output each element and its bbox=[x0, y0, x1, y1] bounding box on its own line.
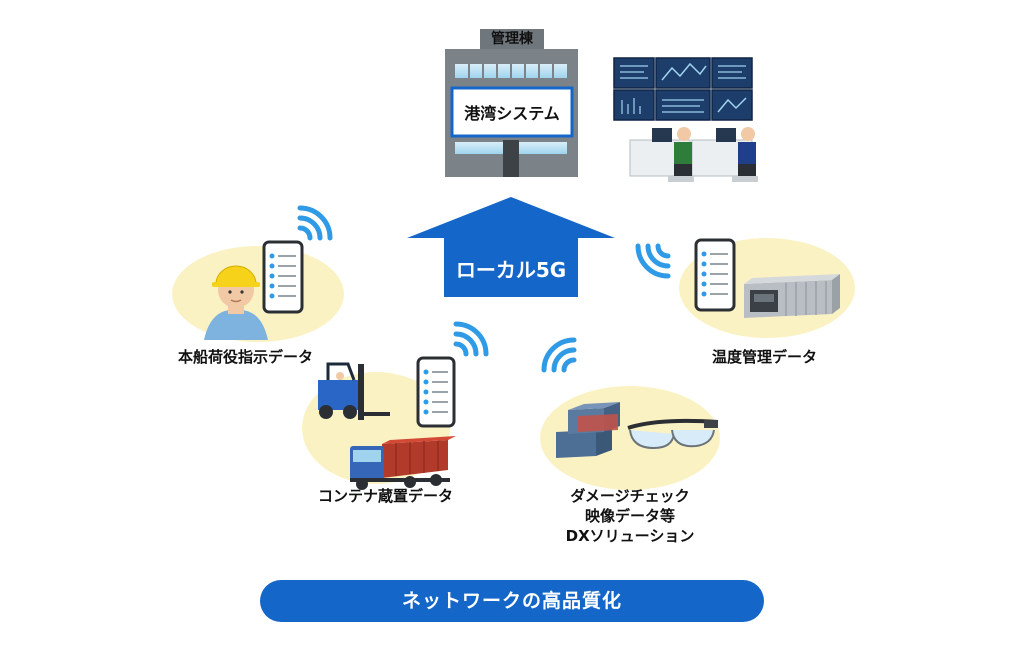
reefer-container-icon bbox=[744, 274, 840, 318]
container-stack-icon bbox=[556, 402, 620, 458]
worker-data-label: 本船荷役指示データ bbox=[178, 348, 314, 366]
container-data-label: コンテナ蔵置データ bbox=[318, 487, 454, 505]
wifi-icon bbox=[635, 243, 671, 279]
forklift-icon bbox=[318, 362, 390, 420]
dx-solution-label: DXソリューション bbox=[565, 527, 695, 545]
building-name: 管理棟 bbox=[491, 31, 533, 47]
local-5g-arrow bbox=[407, 197, 615, 297]
damage-check-label: ダメージチェック bbox=[570, 487, 690, 505]
truck-icon bbox=[350, 436, 456, 490]
building-icon bbox=[445, 29, 578, 177]
smartphone-icon bbox=[694, 238, 736, 312]
local-5g-label: ローカル5G bbox=[455, 258, 567, 282]
smartphone-icon bbox=[262, 240, 304, 314]
temperature-data-label: 温度管理データ bbox=[712, 348, 818, 366]
video-data-label: 映像データ等 bbox=[584, 507, 675, 525]
smartphone-icon bbox=[416, 356, 456, 428]
harbor-system-label: 港湾システム bbox=[464, 104, 560, 123]
wifi-icon bbox=[541, 337, 577, 373]
control-room-icon bbox=[613, 57, 758, 182]
network-quality-banner: ネットワークの高品質化 bbox=[260, 580, 764, 622]
worker-icon bbox=[204, 265, 268, 340]
wifi-icon bbox=[297, 205, 333, 241]
smart-glasses-icon bbox=[627, 418, 719, 450]
wifi-icon bbox=[453, 321, 489, 357]
